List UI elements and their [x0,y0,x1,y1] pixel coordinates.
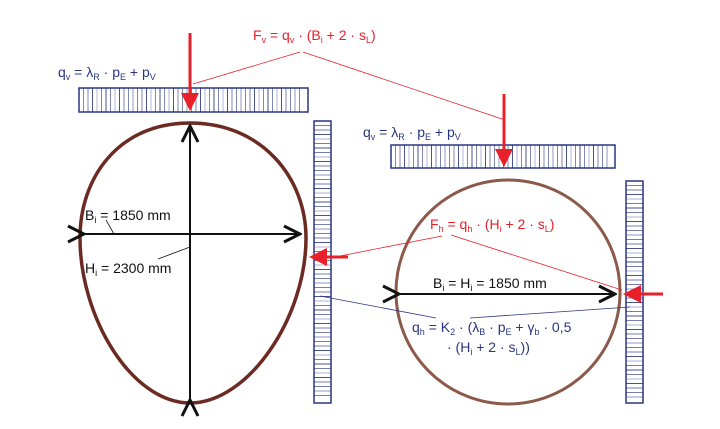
circular-pipe-profile [394,178,622,406]
fv-formula: Fv = qv · (Bi + 2 · sL) [253,27,376,45]
qv-formula-left: qv = λR · pE + pV [58,64,156,82]
fh-leader-left [339,235,443,257]
horizontal-load-bar-right [625,180,644,404]
horizontal-load-bar-left [313,120,332,404]
vertical-load-bar-left [78,87,309,113]
circle-diameter-label: Bi = Hi = 1850 mm [433,275,547,293]
fv-leader-left [192,51,301,85]
egg-width-label: Bi = 1850 mm [85,207,171,225]
fh-formula: Fh = qh · (Hi + 2 · sL) [430,216,554,234]
qh-leader-left [319,295,437,319]
egg-height-label: Hi = 2300 mm [85,260,171,278]
fv-leader-right [302,51,506,121]
height-leader [157,246,191,260]
qh-formula-line2: · (Hi + 2 · sL)) [447,339,530,357]
fh-leader-right [450,234,623,291]
qh-leader-right [469,306,631,319]
width-leader [105,219,115,235]
qh-formula-line1: qh = K2 · (λB · pE + γb · 0,5 [412,319,572,337]
qv-formula-right: qv = λR · pE + pV [363,124,461,142]
